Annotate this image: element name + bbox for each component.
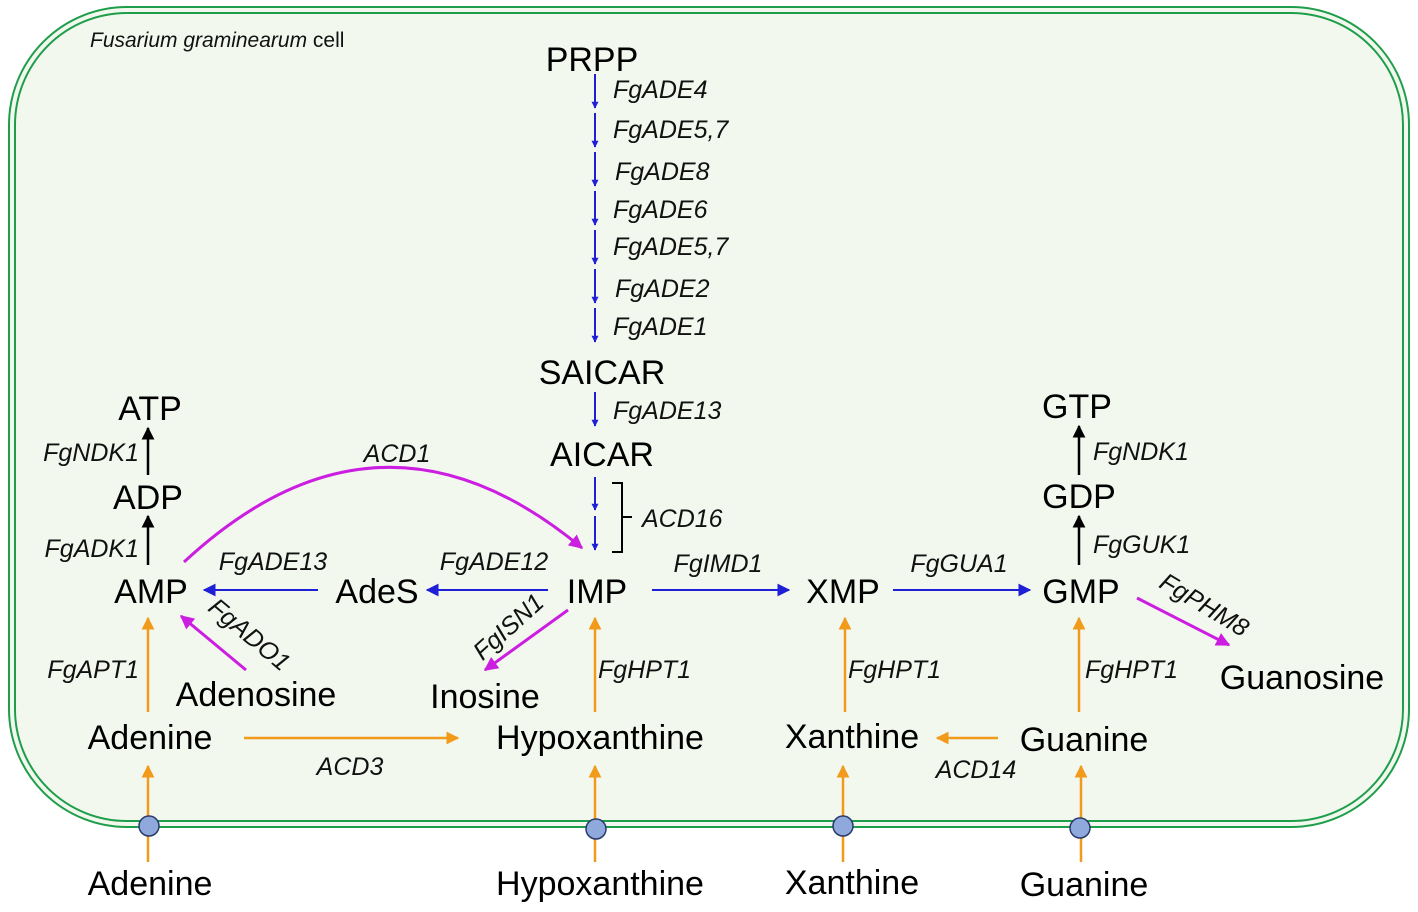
enzyme-ade12: FgADE12 [440,548,548,576]
transporter-guanine [1069,817,1091,839]
metabolite-hypoxanthine-intracellular: Hypoxanthine [496,719,704,757]
enzyme-ndk1-guanine: FgNDK1 [1093,438,1189,466]
metabolite-atp: ATP [118,390,182,428]
metabolite-xanthine-intracellular: Xanthine [785,718,919,756]
degradation-arrows [179,465,1231,672]
enzyme-acd14: ACD14 [934,756,1017,784]
metabolite-ades: AdeS [335,573,418,611]
metabolite-aicar: AICAR [550,436,654,474]
enzyme-apt1: FgAPT1 [47,656,139,684]
metabolite-adenosine: Adenosine [176,676,337,714]
enzyme-hpt1-xanthine: FgHPT1 [848,656,941,684]
de-novo-arrows [202,74,1032,597]
metabolite-adenine-extracellular: Adenine [88,865,213,903]
arrow-gmp-guanosine [1136,596,1231,647]
enzyme-ade57-second: FgADE5,7 [613,233,729,261]
metabolite-gmp: GMP [1042,573,1119,611]
metabolite-hypoxanthine-extracellular: Hypoxanthine [496,865,704,903]
metabolite-prpp: PRPP [546,41,639,79]
enzyme-acd16: ACD16 [640,505,723,533]
enzyme-imd1: FgIMD1 [674,550,763,578]
arrow-acd1-amp-imp [182,465,584,564]
cell-label-organism: Fusarium graminearum [90,29,307,52]
arrow-imp-inosine [483,608,569,672]
metabolite-imp: IMP [567,573,627,611]
enzyme-ade13-denovo: FgADE13 [613,397,721,425]
cell-label-suffix: cell [307,29,344,52]
metabolite-guanosine: Guanosine [1220,659,1384,697]
enzyme-ade8: FgADE8 [615,158,710,186]
metabolite-adenine-intracellular: Adenine [88,719,213,757]
transporter-xanthine [832,815,854,837]
kinase-arrows [141,424,1086,565]
enzyme-ndk1-adenine: FgNDK1 [43,439,139,467]
metabolite-gdp: GDP [1042,478,1116,516]
salvage-arrows [141,616,1088,862]
enzyme-adk1: FgADK1 [45,535,139,563]
enzyme-ade1: FgADE1 [613,313,707,341]
acd16-bracket [612,482,632,553]
transporter-hypoxanthine [585,818,607,840]
arrow-adenosine-amp [179,614,247,672]
enzyme-ade6: FgADE6 [613,196,708,224]
enzyme-hpt1-hypoxanthine: FgHPT1 [598,656,691,684]
metabolite-guanine-intracellular: Guanine [1020,721,1149,759]
enzyme-gua1: FgGUA1 [910,550,1007,578]
enzyme-ade57-first: FgADE5,7 [613,116,729,144]
enzyme-acd3: ACD3 [315,753,384,781]
metabolite-xanthine-extracellular: Xanthine [785,864,919,902]
metabolite-gtp: GTP [1042,388,1112,426]
metabolite-guanine-extracellular: Guanine [1020,866,1149,904]
metabolite-labels: PRPP SAICAR AICAR IMP XMP GMP GDP GTP Ad… [88,41,1385,904]
cell-membrane [8,6,1410,828]
metabolite-xmp: XMP [806,573,880,611]
enzyme-ade2: FgADE2 [615,275,710,303]
metabolite-adp: ADP [113,479,183,517]
metabolite-saicar: SAICAR [539,354,666,392]
metabolite-inosine: Inosine [430,678,540,716]
enzyme-guk1: FgGUK1 [1093,531,1190,559]
enzyme-ade4: FgADE4 [613,76,707,104]
transporter-adenine [138,815,160,837]
transporters [138,815,1091,840]
cell-label: Fusarium graminearum cell [90,29,344,52]
enzyme-acd1: ACD1 [362,440,431,468]
enzyme-ade13-amp: FgADE13 [219,548,327,576]
metabolite-amp: AMP [114,573,188,611]
enzyme-hpt1-guanine: FgHPT1 [1085,656,1178,684]
